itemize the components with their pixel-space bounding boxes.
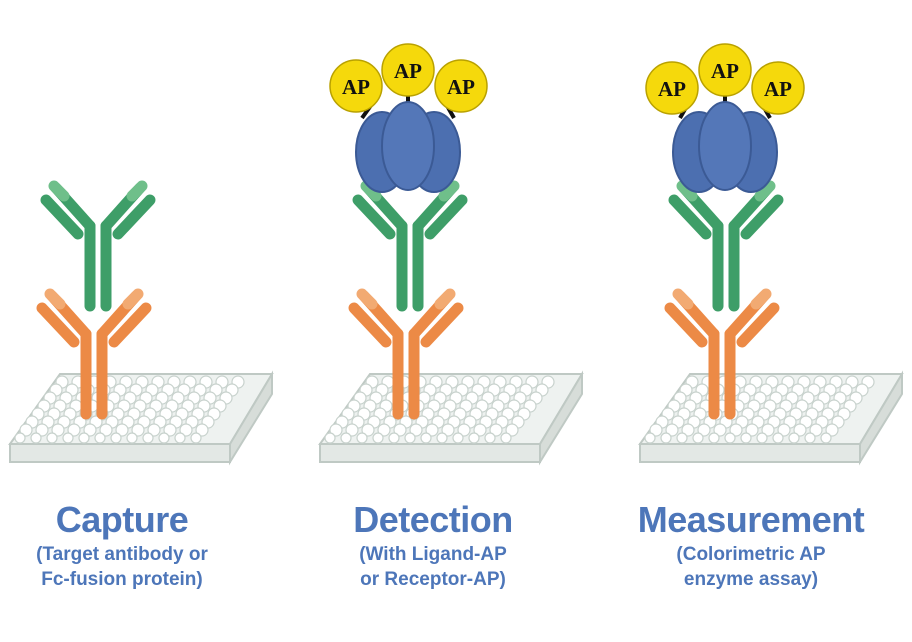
capture-subtitle-line2: Fc-fusion protein) <box>41 569 203 590</box>
target-antibody-icon <box>674 186 778 306</box>
measurement-subtitle-line2: enzyme assay) <box>683 569 819 590</box>
ap-label: AP <box>394 59 422 83</box>
measurement-caption: Measurement (Colorimetric AP enzyme assa… <box>601 498 901 592</box>
capture-title: Capture <box>55 499 189 540</box>
capture-panel <box>9 186 273 463</box>
ap-enzyme-icon: AP AP AP <box>329 43 488 113</box>
target-antibody-icon <box>46 186 150 306</box>
microplate-icon <box>639 373 903 463</box>
ap-label: AP <box>711 59 739 83</box>
ap-label: AP <box>658 77 686 101</box>
detection-subtitle-line1: (With Ligand-AP <box>359 544 507 565</box>
ap-enzyme-icon: AP AP AP <box>645 43 805 115</box>
measurement-title: Measurement <box>637 499 865 540</box>
microplate-icon <box>9 373 273 463</box>
target-antibody-icon <box>358 186 462 306</box>
detection-caption: Detection (With Ligand-AP or Receptor-AP… <box>283 498 583 592</box>
detection-title: Detection <box>353 499 513 540</box>
ap-label: AP <box>342 75 370 99</box>
microplate-icon <box>319 373 583 463</box>
capture-caption: Capture (Target antibody or Fc-fusion pr… <box>0 498 272 592</box>
ap-label: AP <box>447 75 475 99</box>
detection-subtitle-line2: or Receptor-AP) <box>360 569 506 590</box>
ap-label: AP <box>764 77 792 101</box>
detection-panel: AP AP AP <box>319 43 583 463</box>
capture-subtitle-line1: (Target antibody or <box>36 544 208 565</box>
measurement-panel: AP AP AP <box>639 43 903 463</box>
measurement-subtitle-line1: (Colorimetric AP <box>676 544 826 565</box>
